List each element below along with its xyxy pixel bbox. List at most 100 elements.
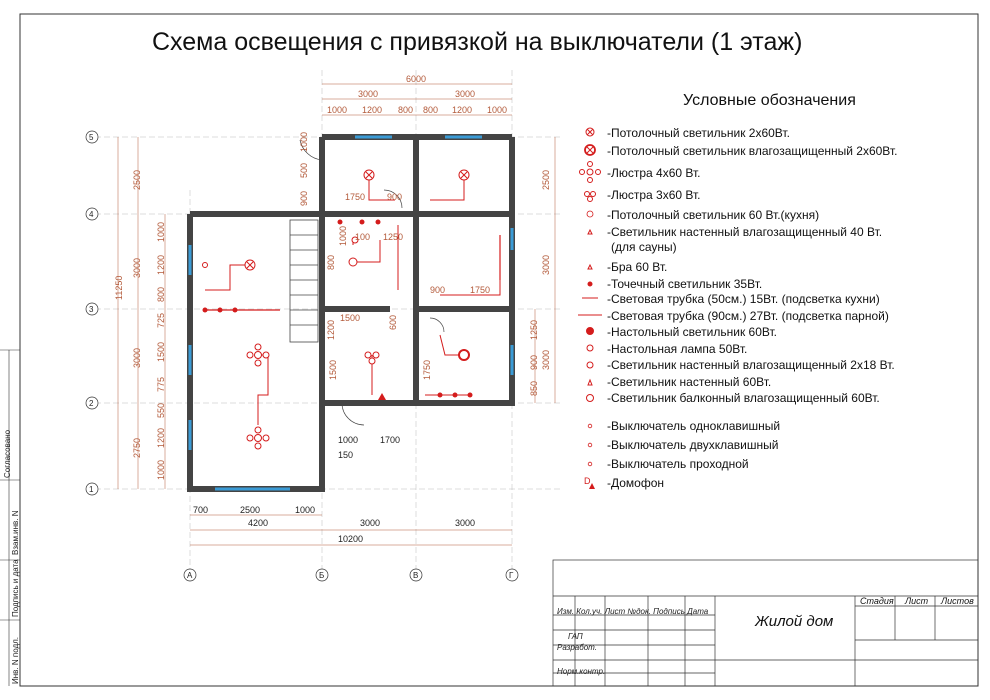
dim-top-row2: 1200 (452, 105, 472, 115)
dim-top-row2: 1000 (327, 105, 347, 115)
axis-row-label: 1 (89, 485, 94, 494)
table-lamp-icon (586, 344, 594, 352)
dim-bottom-row1: 2500 (240, 505, 260, 515)
legend-item: -Световая трубка (90см.) 27Вт. (подсветк… (607, 309, 889, 323)
dim-left-inner: 725 (156, 313, 166, 328)
svg-text:D: D (584, 476, 591, 486)
dim-bottom-row2: 3000 (455, 518, 475, 528)
legend-item: -Световая трубка (50см.) 15Вт. (подсветк… (607, 292, 880, 306)
table-light-icon (586, 327, 594, 335)
dim-inner: 1750 (345, 192, 365, 202)
legend-item: -Выключатель проходной (607, 457, 749, 471)
dim-left-mid: 2750 (132, 438, 142, 458)
legend-item: -Потолочный светильник влагозащищенный 2… (607, 144, 898, 158)
spot-light-icon (587, 281, 593, 287)
dim-inner: 150 (338, 450, 353, 460)
dim-left-inner: 800 (156, 287, 166, 302)
ceiling-light-wet-icon (584, 144, 596, 156)
dim-right-mid: 3000 (541, 350, 551, 370)
legend-item: -Настольная лампа 50Вт. (607, 342, 748, 356)
dim-bottom-row2: 3000 (360, 518, 380, 528)
legend-item: -Выключатель одноклавишный (607, 419, 781, 433)
dim-inner: 1750 (422, 360, 432, 380)
dim-inner: 100 (355, 232, 370, 242)
legend-title: Условные обозначения (683, 92, 856, 109)
legend-item: -Точечный светильник 35Вт. (607, 277, 763, 291)
legend-item: -Светильник настенный 60Вт. (607, 375, 772, 389)
dim-inner: 1500 (340, 313, 360, 323)
dim-top-row2: 1200 (362, 105, 382, 115)
switch-double-icon (587, 442, 593, 448)
dim-left-inner: 1200 (156, 255, 166, 275)
dim-inner: 1250 (383, 232, 403, 242)
dim-inner: 1500 (328, 360, 338, 380)
dim-left-outer: 11250 (114, 276, 124, 300)
dim-inner: 1200 (326, 320, 336, 340)
dim-top-total: 6000 (406, 74, 426, 84)
legend-item: -Люстра 3х60 Вт. (607, 188, 701, 202)
axis-row-label: 5 (89, 133, 94, 142)
dim-right-inner: 900 (529, 355, 539, 370)
dim-left-inner: 1000 (156, 222, 166, 242)
legend-item: -Потолочный светильник 2х60Вт. (607, 126, 790, 140)
wall-light-icon (587, 378, 593, 386)
dim-bottom-row2: 4200 (248, 518, 268, 528)
dim-left-inner: 550 (156, 403, 166, 418)
stamp-row-normcontrol: Норм.контр. (557, 667, 606, 676)
wall-light-wet-icon (586, 361, 594, 369)
axis-row-label: 3 (89, 305, 94, 314)
legend-item: (для сауны) (611, 240, 677, 254)
dim-right-inner: 1250 (529, 320, 539, 340)
dim-bottom-row1: 1000 (295, 505, 315, 515)
ceiling-light-small-icon (586, 210, 594, 218)
dim-inner: 900 (430, 285, 445, 295)
dim-inner: 900 (299, 191, 309, 206)
dim-right-inner: 850 (529, 381, 539, 396)
axis-col-label: Б (319, 571, 324, 580)
wall-light-sauna-icon (587, 228, 593, 235)
dim-inner: 500 (299, 163, 309, 178)
chandelier-4-icon (579, 161, 601, 183)
legend-item: -Светильник настенный влагозащищенный 40… (607, 225, 883, 239)
dim-left-inner: 1500 (156, 342, 166, 362)
switch-pass-icon (587, 461, 593, 467)
windows (188, 135, 514, 491)
legend-item: -Люстра 4х60 Вт. (607, 166, 701, 180)
legend-item: -Домофон (607, 476, 665, 490)
stamp-row-developer: Разработ. (557, 643, 597, 652)
axis-col-label: В (413, 571, 418, 580)
page-title: Схема освещения с привязкой на выключате… (152, 28, 803, 56)
legend-item: -Выключатель двухклавишный (607, 438, 779, 452)
stamp-stage-header: Стадия (860, 596, 894, 606)
axis-row-label: 2 (89, 399, 94, 408)
dim-inner: 600 (388, 315, 398, 330)
dim-inner: 1000 (338, 435, 358, 445)
stamp-sheet-header: Лист (905, 596, 929, 606)
dim-inner: 800 (326, 255, 336, 270)
legend-item: -Светильник настенный влагозащищенный 2х… (607, 358, 895, 372)
dim-left-inner: 1200 (156, 428, 166, 448)
legend-item: -Бра 60 Вт. (607, 260, 668, 274)
balcony-light-icon (586, 394, 594, 402)
dim-top-row2: 800 (398, 105, 413, 115)
axis-row-label: 4 (89, 210, 94, 219)
dim-top-row2: 1000 (487, 105, 507, 115)
dim-left-mid: 3000 (132, 348, 142, 368)
axis-col-label: А (187, 571, 193, 580)
stamp-row-gap: ГАП (568, 632, 583, 641)
ceiling-light-icon (585, 127, 595, 137)
dim-left-inner: 1000 (156, 460, 166, 480)
dim-inner: 900 (387, 192, 402, 202)
legend-item: -Настольный светильник 60Вт. (607, 325, 777, 339)
dim-inner: 1750 (470, 285, 490, 295)
dim-right-mid: 3000 (541, 255, 551, 275)
dim-bottom-total: 10200 (338, 534, 363, 544)
dim-left-mid: 2500 (132, 170, 142, 190)
lighting-fixtures (202, 169, 470, 450)
legend-item: -Потолочный светильник 60 Вт.(кухня) (607, 208, 820, 222)
